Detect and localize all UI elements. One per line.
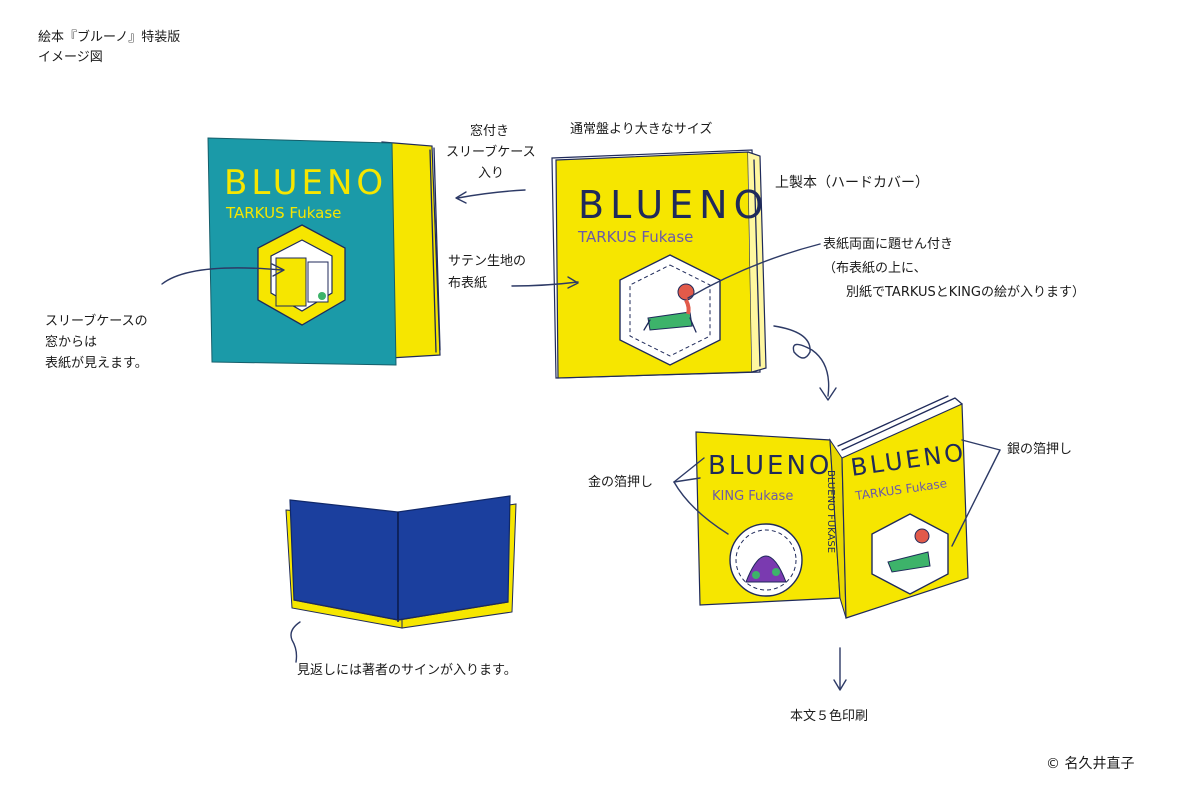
annotation-arrows — [161, 189, 1001, 691]
header-subtitle: イメージ図 — [38, 50, 103, 65]
window-note-line3: 表紙が見えます。 — [45, 356, 148, 371]
label-note-line2: （布表紙の上に、 — [823, 261, 927, 276]
open-book-endpapers — [285, 495, 517, 629]
back-cover-title: BLUENO — [708, 451, 832, 481]
endpaper-note: 見返しには著者のサインが入ります。 — [297, 663, 517, 678]
sleeve-caption-line2: スリーブケース — [446, 145, 536, 160]
slipcase-author: TARKUS Fukase — [225, 204, 341, 222]
hardcover-book: BLUENO TARKUS Fukase — [551, 149, 770, 379]
slipcase-book: BLUENO TARKUS Fukase — [207, 137, 441, 366]
header-title: 絵本『ブルーノ』特装版 — [38, 30, 181, 45]
sleeve-caption-line3: 入り — [478, 166, 505, 181]
back-cover-author: KING Fukase — [712, 489, 793, 504]
hardcover-author: TARKUS Fukase — [577, 228, 693, 246]
window-note-line2: 窓からは — [45, 335, 98, 350]
open-book-covers: BLUENO KING Fukase BLUENO TARKUS Fukase … — [695, 395, 969, 619]
cloth-note-line2: 布表紙 — [448, 276, 488, 291]
print-note: 本文５色印刷 — [790, 709, 869, 724]
cloth-note-line1: サテン生地の — [448, 254, 527, 269]
hardcover-title: BLUENO — [578, 183, 770, 227]
copyright: © 名久井直子 — [1046, 756, 1135, 772]
hardcover-note: 上製本（ハードカバー） — [775, 175, 929, 191]
spine-text: BLUENO FUKASE — [825, 470, 836, 553]
size-note: 通常盤より大きなサイズ — [570, 122, 713, 137]
silver-foil-note: 銀の箔押し — [1007, 442, 1073, 457]
window-note-line1: スリーブケースの — [45, 314, 148, 329]
label-note-line1: 表紙両面に題せん付き — [823, 237, 954, 252]
gold-foil-note: 金の箔押し — [588, 475, 654, 490]
sleeve-caption-line1: 窓付き — [470, 124, 510, 139]
slipcase-title: BLUENO — [224, 163, 387, 203]
label-note-line3: 別紙でTARKUSとKINGの絵が入ります） — [846, 285, 1085, 300]
